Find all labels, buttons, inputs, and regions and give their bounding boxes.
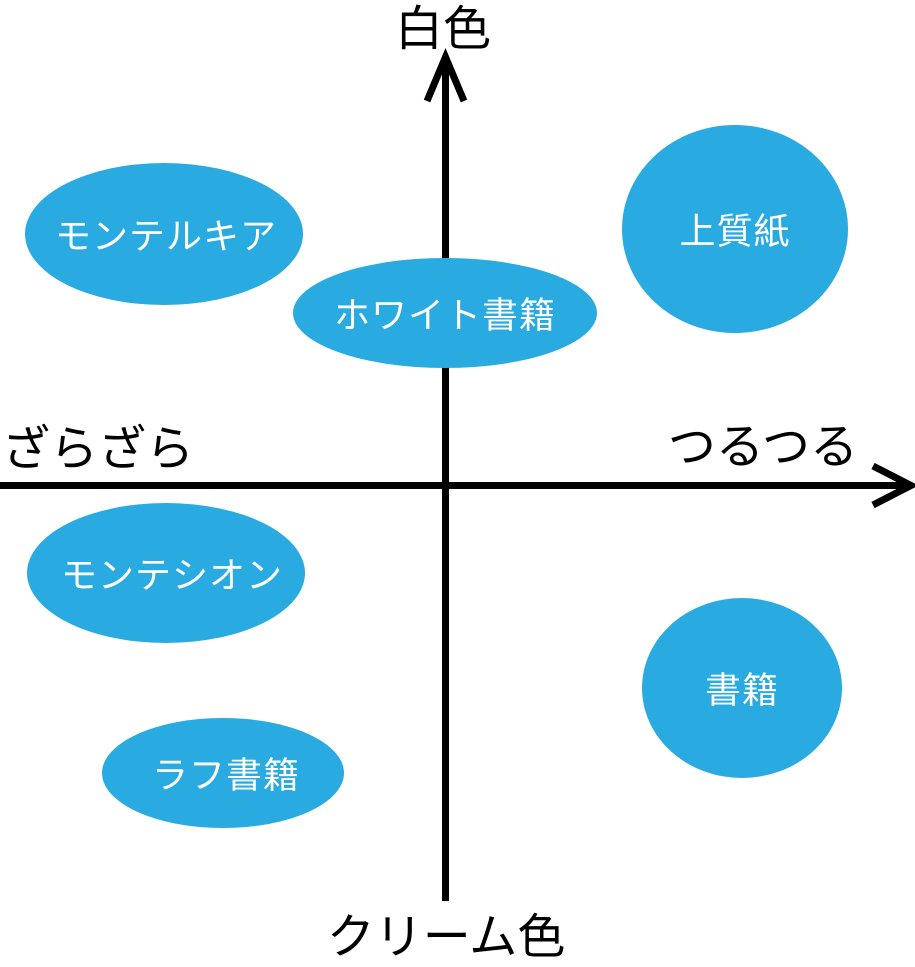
horizontal-axis-arrowhead-icon: [871, 462, 915, 509]
bubble-rough-shoseki: ラフ書籍: [102, 718, 344, 828]
axis-label-right-smooth: つるつる: [668, 421, 858, 474]
bubble-joshitsushi: 上質紙: [622, 125, 848, 333]
bubble-white-shoseki-shape: [293, 258, 597, 368]
bubble-shoseki-shape: [642, 598, 842, 778]
vertical-axis-arrowhead-icon: [423, 47, 468, 103]
bubble-rough-shoseki-shape: [102, 718, 344, 828]
bubble-joshitsushi-label: 上質紙: [679, 211, 790, 252]
bubble-white-shoseki-label: ホワイト書籍: [334, 295, 556, 336]
bubble-monte-lukia-shape: [25, 163, 303, 305]
bubble-monte-sion: モンテシオン: [27, 503, 305, 643]
bubble-monte-lukia-label: モンテルキア: [55, 216, 277, 257]
bubble-shoseki: 書籍: [642, 598, 842, 778]
bubble-monte-sion-label: モンテシオン: [61, 555, 283, 596]
bubble-monte-lukia: モンテルキア: [25, 163, 303, 305]
axis-label-left-rough: ざらざら: [2, 423, 194, 476]
bubble-rough-shoseki-label: ラフ書籍: [152, 755, 300, 796]
bubble-joshitsushi-shape: [622, 125, 848, 333]
axis-label-top-white: 白色: [395, 3, 491, 56]
axis-label-bottom-cream: クリーム色: [327, 911, 566, 964]
bubble-shoseki-label: 書籍: [705, 670, 779, 711]
bubble-monte-sion-shape: [27, 503, 305, 643]
bubble-white-shoseki: ホワイト書籍: [293, 258, 597, 368]
